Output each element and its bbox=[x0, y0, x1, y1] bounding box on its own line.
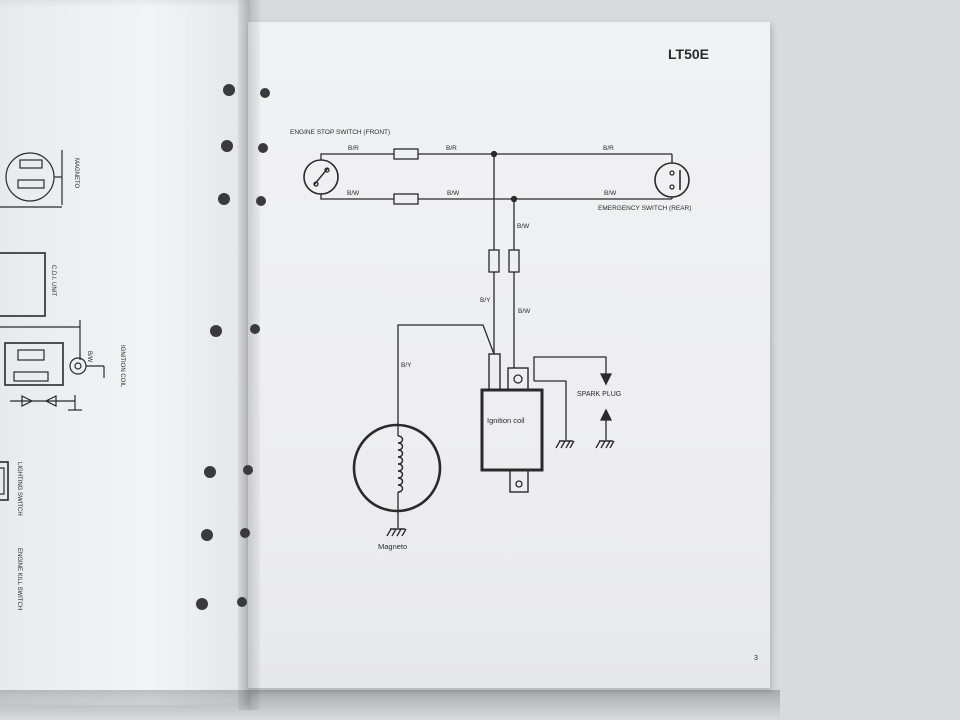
left-lighting-switch-label: LIGHTING SWITCH bbox=[16, 462, 22, 516]
ignition-coil-label: Ignition coil bbox=[487, 416, 525, 425]
spark-plug-label: SPARK PLUG bbox=[577, 391, 621, 398]
coil-ground bbox=[534, 380, 575, 449]
wire-br bbox=[320, 148, 673, 163]
wire-by-vertical bbox=[488, 154, 500, 354]
wire-bw-vertical bbox=[508, 199, 520, 368]
wire-label-bw-vertical: B/W bbox=[518, 308, 531, 315]
left-bw-wire-label: B/W bbox=[86, 351, 92, 363]
page-number: 3 bbox=[754, 655, 758, 662]
left-ignition-coil-label: IGNITION COIL bbox=[119, 345, 125, 388]
engine-stop-switch-symbol bbox=[303, 159, 339, 195]
wire-spark-plug bbox=[533, 356, 615, 449]
emergency-switch-symbol bbox=[654, 162, 690, 198]
wire-label-br-right: B/R bbox=[603, 145, 614, 152]
wire-label-bw-drop-top: B/W bbox=[517, 223, 530, 230]
wire-label-bw-right: B/W bbox=[604, 190, 617, 197]
left-cdi-unit-label: C.D.I. UNIT bbox=[50, 265, 56, 296]
wire-label-by-magneto: B/Y bbox=[401, 362, 412, 369]
bottom-shadow bbox=[0, 690, 780, 720]
engine-stop-switch-label: ENGINE STOP SWITCH (FRONT) bbox=[290, 129, 390, 136]
left-page bbox=[0, 0, 250, 705]
right-page bbox=[248, 22, 770, 688]
wire-label-br-mid: B/R bbox=[446, 145, 457, 152]
left-magneto-label: MAGNETO bbox=[73, 158, 79, 189]
wire-by-magneto bbox=[397, 324, 495, 430]
ignition-coil-symbol bbox=[480, 353, 544, 493]
left-engine-kill-switch-label: ENGINE KILL SWITCH bbox=[16, 548, 22, 610]
model-code: LT50E bbox=[668, 46, 709, 62]
binder-holes bbox=[196, 84, 270, 610]
magneto-label: Magneto bbox=[378, 542, 407, 551]
left-page-diagram bbox=[0, 150, 105, 501]
wire-label-bw-left: B/W bbox=[347, 190, 360, 197]
emergency-switch-label: EMERGENCY SWITCH (REAR) bbox=[598, 205, 691, 212]
wire-bw bbox=[320, 193, 673, 205]
magneto-symbol bbox=[352, 423, 442, 537]
wire-label-bw-mid: B/W bbox=[447, 190, 460, 197]
wire-label-br-left: B/R bbox=[348, 145, 359, 152]
wire-label-by-vertical: B/Y bbox=[480, 297, 491, 304]
